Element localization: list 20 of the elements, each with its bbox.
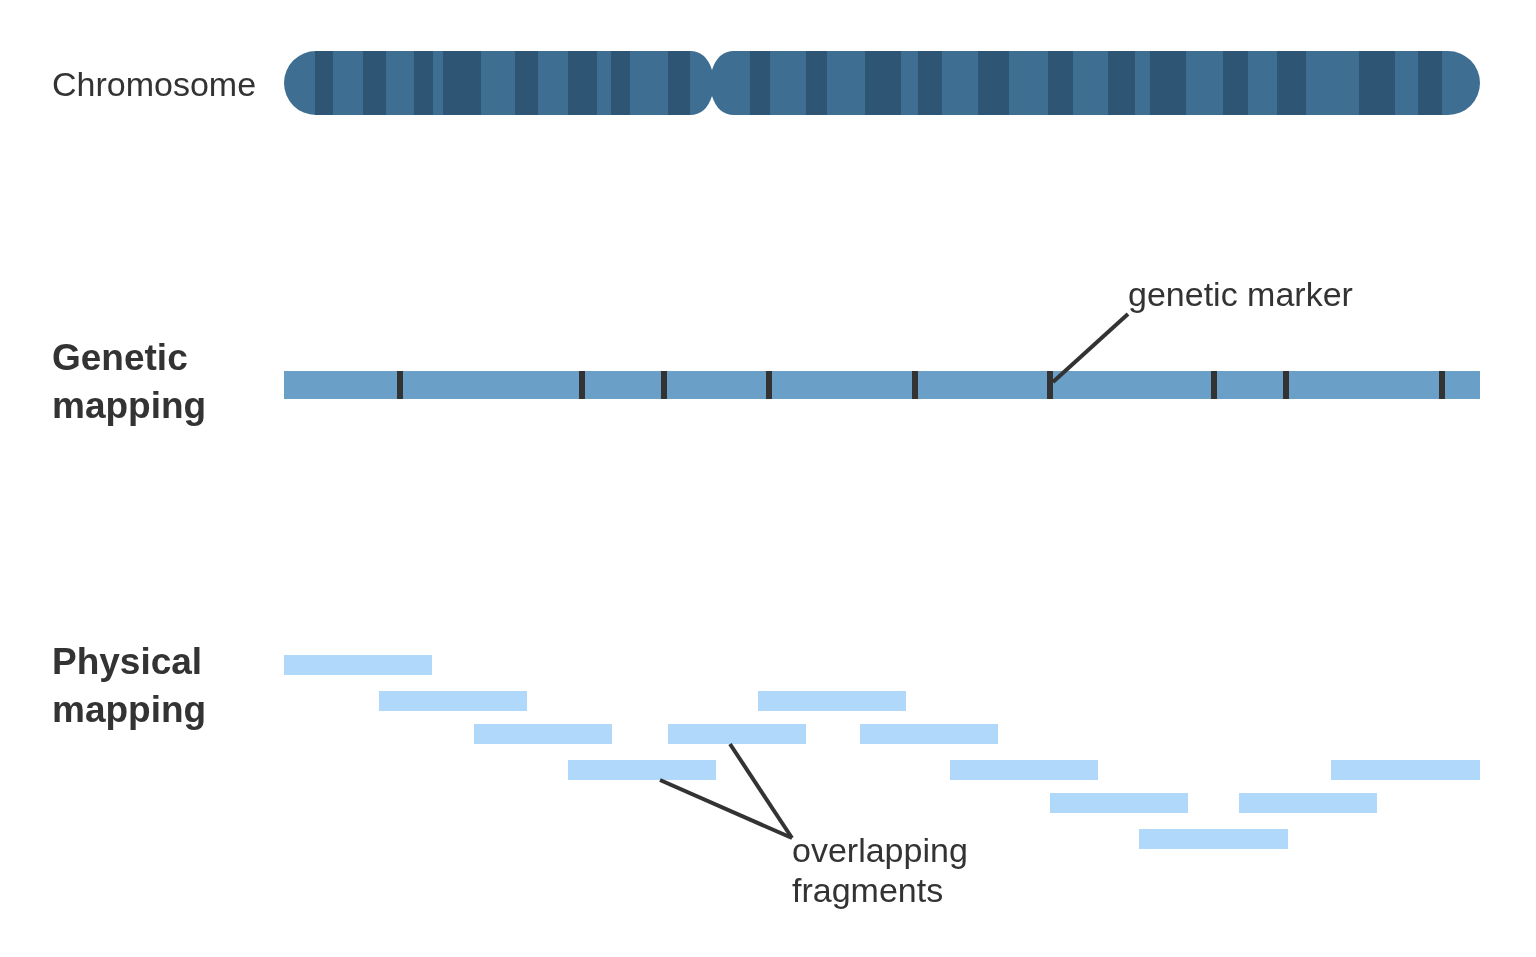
dna-fragment [568,760,716,780]
leader-line [659,778,793,840]
callout-label: genetic marker [1128,274,1388,314]
dna-fragment [1331,760,1480,780]
dna-fragment [1239,793,1377,813]
genetic-marker [1047,371,1053,399]
dna-fragment [284,655,432,675]
row-label: Physical mapping [52,640,208,732]
leader-line [728,742,794,840]
row-label: Chromosome [52,64,257,104]
dna-fragment [668,724,806,744]
dna-fragment [860,724,998,744]
dna-fragment [1050,793,1188,813]
dna-fragment [474,724,612,744]
row-label: Genetic mapping [52,336,208,428]
dna-fragment [950,760,1098,780]
callout-label: overlapping fragments [792,830,1002,910]
dna-fragment [1139,829,1288,849]
dna-fragment [379,691,527,711]
dna-fragment [758,691,906,711]
